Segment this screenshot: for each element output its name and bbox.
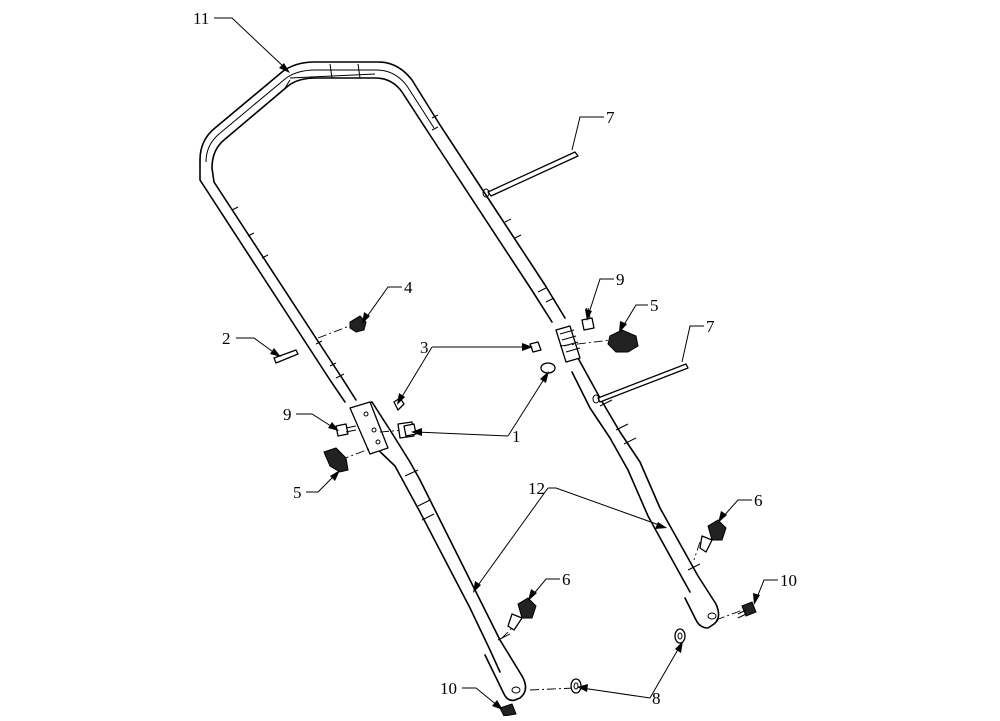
knob-part-4 bbox=[349, 315, 367, 333]
callout-7-mid: 7 bbox=[706, 317, 715, 336]
callout-8: 8 bbox=[652, 689, 661, 708]
callout-6-right: 6 bbox=[754, 491, 763, 510]
knob-part-5-left bbox=[323, 447, 349, 473]
washer-part-8-right bbox=[674, 628, 686, 644]
screw-part-9-left bbox=[335, 423, 357, 437]
bolt-part-1-left bbox=[397, 421, 417, 439]
knob-bolt-part-6-left bbox=[507, 597, 537, 631]
bolt-part-10-right bbox=[737, 601, 757, 619]
callout-9-right: 9 bbox=[616, 270, 625, 289]
callout-2: 2 bbox=[222, 329, 231, 348]
pin-part-2 bbox=[273, 349, 299, 364]
callout-3: 3 bbox=[420, 338, 429, 357]
bolt-part-1-right bbox=[540, 362, 556, 374]
callout-7-top: 7 bbox=[606, 108, 615, 127]
lower-handle-right bbox=[559, 329, 720, 629]
callout-12: 12 bbox=[528, 479, 545, 498]
callout-1: 1 bbox=[512, 427, 521, 446]
cable-guide-mid bbox=[592, 363, 689, 404]
callout-9-left: 9 bbox=[283, 405, 292, 424]
nut-part-3-right bbox=[529, 341, 542, 353]
bolt-part-10-left bbox=[499, 703, 517, 717]
callout-labels: 11 7 7 4 2 3 1 9 9 5 5 12 6 6 10 10 8 bbox=[193, 9, 797, 708]
callout-10-right: 10 bbox=[780, 571, 797, 590]
callout-10-left: 10 bbox=[440, 679, 457, 698]
right-bracket bbox=[555, 325, 581, 363]
callout-5-right: 5 bbox=[650, 296, 659, 315]
callout-11: 11 bbox=[193, 9, 209, 28]
callout-4: 4 bbox=[404, 278, 413, 297]
callout-6-left: 6 bbox=[562, 570, 571, 589]
left-bracket bbox=[349, 401, 389, 455]
callout-5-left: 5 bbox=[293, 483, 302, 502]
knob-bolt-part-6-right bbox=[699, 519, 727, 553]
washer-part-8-left bbox=[570, 678, 582, 694]
leader-lines bbox=[214, 17, 778, 710]
upper-handle bbox=[199, 61, 566, 403]
cable-guide-top bbox=[482, 151, 579, 198]
knob-part-5-right bbox=[607, 329, 639, 353]
